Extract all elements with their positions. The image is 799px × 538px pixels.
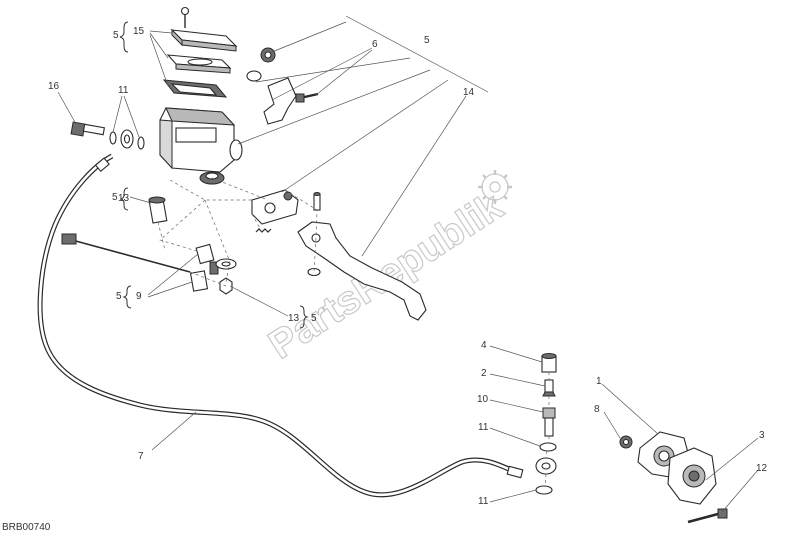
slave-seal <box>619 435 633 449</box>
callout-7: 7 <box>138 451 144 462</box>
reservoir-cap <box>170 28 238 52</box>
pivot-pin <box>313 192 321 211</box>
callouts: 5 15 16 11 6 5 14 5 13 5 9 13 5 7 4 2 10… <box>48 26 768 507</box>
callout-13: 13 <box>118 193 130 204</box>
switch-wire <box>61 233 191 273</box>
callout-11-top: 11 <box>118 85 129 96</box>
callout-11-low: 11 <box>478 496 489 507</box>
leader-lines <box>57 15 759 513</box>
return-spring <box>255 228 272 233</box>
banjo-fitting <box>535 457 557 475</box>
callout-4: 4 <box>481 340 487 351</box>
clutch-hose <box>37 153 524 498</box>
callout-13-lower: 13 <box>288 313 300 324</box>
adjuster-bushing <box>148 196 168 224</box>
callout-15: 15 <box>133 26 145 37</box>
washer-slave-bottom <box>535 485 553 495</box>
callout-5-group-13-lower: 5 <box>311 313 317 324</box>
diagram-code: BRB00740 <box>2 522 51 533</box>
group-braces <box>119 21 309 329</box>
callout-11-mid: 11 <box>478 422 489 433</box>
callout-10: 10 <box>477 394 489 405</box>
cap-screw <box>180 6 190 28</box>
callout-3: 3 <box>759 430 765 441</box>
callout-14: 14 <box>463 87 475 98</box>
slave-bolt <box>687 508 728 524</box>
callout-9: 9 <box>136 291 142 302</box>
callout-12: 12 <box>756 463 768 474</box>
bleeder-valve <box>542 379 556 397</box>
master-cylinder-body <box>159 107 243 185</box>
callout-5-group-13: 5 <box>112 192 118 203</box>
callout-1: 1 <box>596 376 602 387</box>
sealing-washers <box>109 129 145 150</box>
nuts-and-washers <box>215 258 237 295</box>
callout-6: 6 <box>372 39 378 50</box>
banjo-bolt-slave <box>542 407 556 437</box>
handlebar-clamp <box>263 77 319 125</box>
diaphragm <box>162 79 228 98</box>
callout-8: 8 <box>594 404 600 415</box>
callout-5-group-15: 5 <box>113 30 119 41</box>
assembly-guides <box>157 177 318 287</box>
banjo-bolt <box>70 121 106 137</box>
clutch-switch <box>189 243 219 292</box>
callout-2: 2 <box>481 368 487 379</box>
clamp-bolt-washer <box>246 47 276 82</box>
clutch-lever <box>297 221 427 321</box>
bleeder-cap <box>541 353 557 373</box>
callout-16: 16 <box>48 81 60 92</box>
washer-slave-top <box>539 442 557 452</box>
lever-pivot-block <box>251 189 299 225</box>
gear-icon <box>478 170 512 204</box>
callout-5-top: 5 <box>424 35 430 46</box>
diaphragm-plate <box>166 54 232 74</box>
callout-5-group-9: 5 <box>116 291 122 302</box>
slave-cylinder-body <box>667 447 717 505</box>
